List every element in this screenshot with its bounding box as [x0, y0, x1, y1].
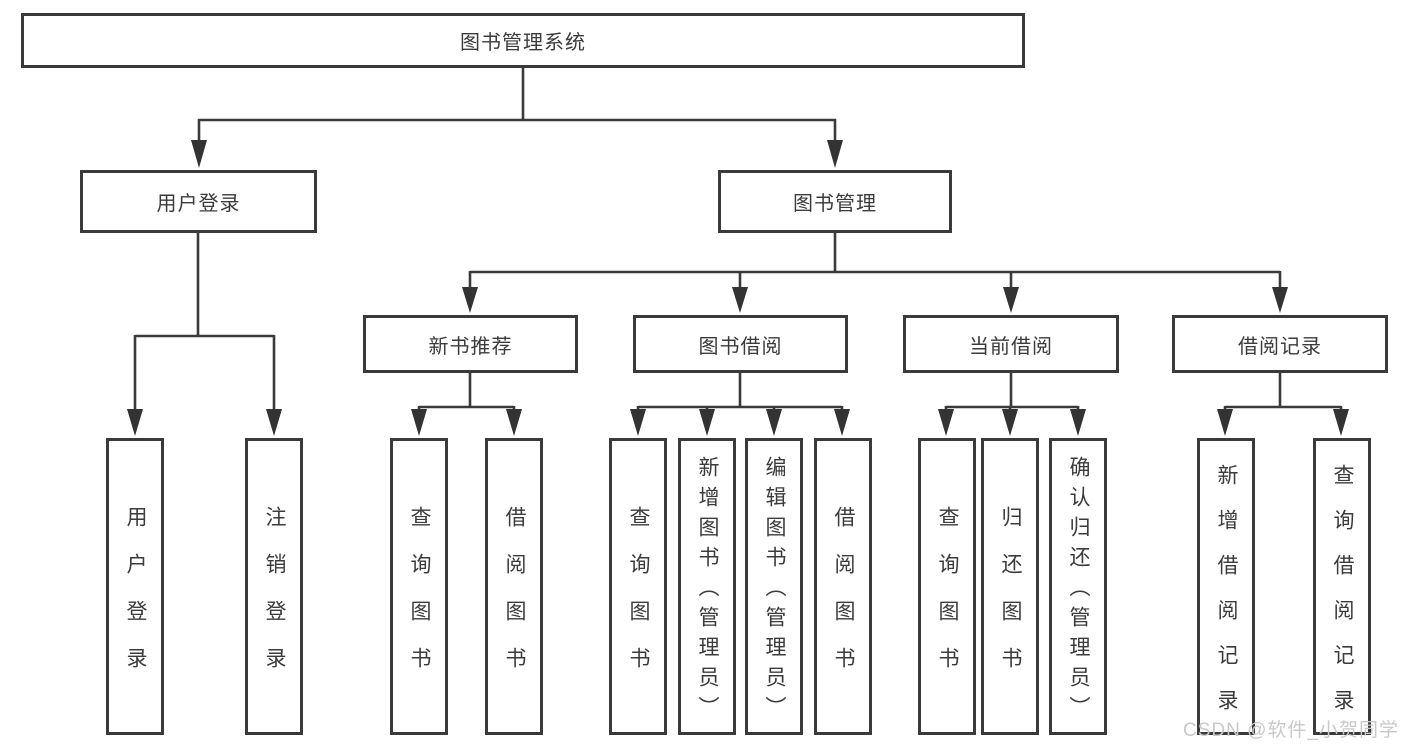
node-borrow-record-label: 借阅记录 — [1238, 335, 1322, 358]
leaf-return-book: 归还图书 — [981, 438, 1039, 735]
leaf-borrow-book-label: 借阅图书 — [832, 505, 855, 694]
node-library-system: 图书管理系统 — [21, 13, 1025, 68]
arrowheads — [127, 140, 1349, 436]
node-new-book-recommend: 新书推荐 — [363, 315, 578, 373]
node-new-book-recommend-label: 新书推荐 — [428, 335, 513, 358]
leaf-return-book-label: 归还图书 — [999, 505, 1022, 694]
leaf-edit-book-admin: 编辑图书（管理员） — [745, 438, 803, 735]
leaf-confirm-return-admin-label: 确认归还（管理员） — [1067, 456, 1090, 726]
leaf-confirm-return-admin: 确认归还（管理员） — [1049, 438, 1107, 735]
node-book-management: 图书管理 — [718, 170, 952, 233]
node-book-borrow-label: 图书借阅 — [698, 335, 783, 358]
leaf-query-book-borrow: 查询图书 — [609, 438, 667, 735]
watermark: CSDN @软件_小贺同学 — [1183, 720, 1399, 741]
node-current-borrow: 当前借阅 — [903, 315, 1119, 373]
node-user-login-label: 用户登录 — [156, 193, 241, 215]
leaf-query-borrow-record-label: 查询借阅记录 — [1331, 463, 1354, 734]
node-user-login: 用户登录 — [80, 170, 317, 233]
leaf-add-book-admin-label: 新增图书（管理员） — [696, 456, 719, 726]
node-book-borrow: 图书借阅 — [633, 315, 848, 373]
leaf-logout-label: 注销登录 — [263, 505, 286, 694]
leaf-query-book-current: 查询图书 — [918, 438, 976, 735]
leaf-borrow-book-recommend: 借阅图书 — [485, 438, 543, 735]
leaf-query-borrow-record: 查询借阅记录 — [1313, 438, 1371, 735]
leaf-logout: 注销登录 — [245, 438, 303, 735]
leaf-add-borrow-record-label: 新增借阅记录 — [1215, 463, 1238, 734]
leaf-query-book-current-label: 查询图书 — [936, 505, 959, 694]
node-current-borrow-label: 当前借阅 — [969, 335, 1053, 358]
leaf-edit-book-admin-label: 编辑图书（管理员） — [763, 456, 786, 726]
node-library-system-label: 图书管理系统 — [460, 32, 586, 54]
leaf-borrow-book-recommend-label: 借阅图书 — [503, 505, 526, 694]
node-borrow-record: 借阅记录 — [1172, 315, 1388, 373]
leaf-query-book-recommend: 查询图书 — [390, 438, 448, 735]
leaf-query-book-recommend-label: 查询图书 — [408, 505, 431, 694]
leaf-add-book-admin: 新增图书（管理员） — [678, 438, 736, 735]
leaf-query-book-borrow-label: 查询图书 — [627, 505, 650, 694]
leaf-add-borrow-record: 新增借阅记录 — [1197, 438, 1255, 735]
leaf-borrow-book: 借阅图书 — [814, 438, 872, 735]
leaf-user-login: 用户登录 — [106, 438, 164, 735]
node-book-management-label: 图书管理 — [793, 193, 877, 215]
leaf-user-login-label: 用户登录 — [124, 505, 147, 694]
